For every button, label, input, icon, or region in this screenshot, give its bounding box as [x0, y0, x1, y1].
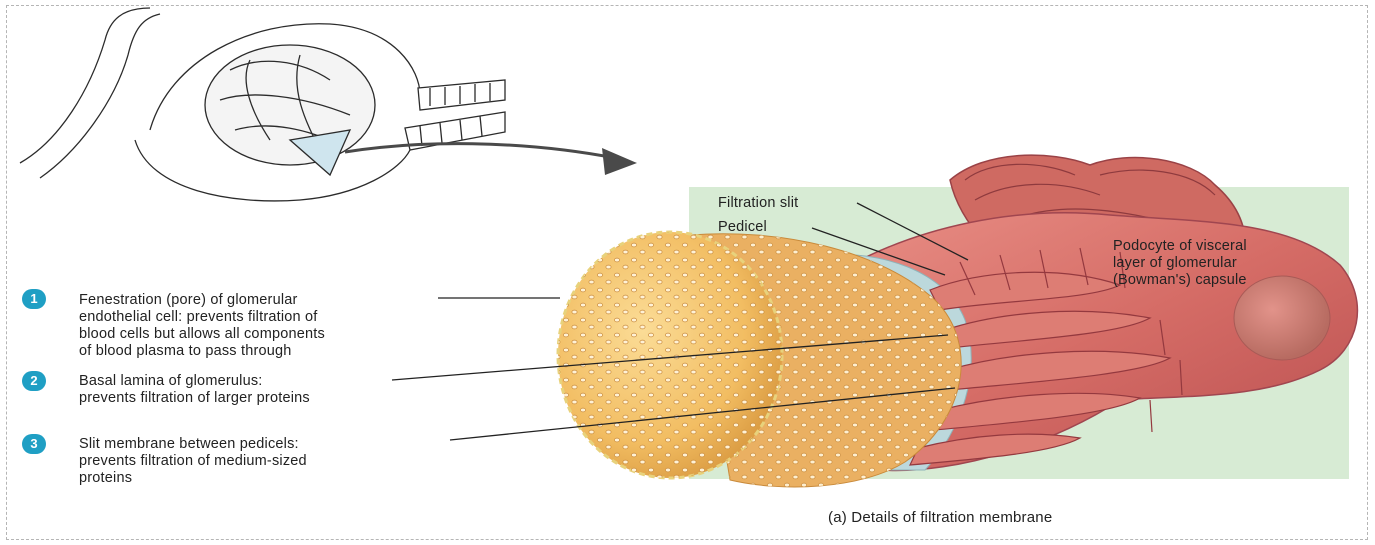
label-slit-membrane: Slit membrane between pedicels: prevents… — [79, 436, 307, 487]
label-basal-lamina: Basal lamina of glomerulus: prevents fil… — [79, 373, 310, 407]
label-filtration-slit: Filtration slit — [718, 195, 798, 212]
label-3-badge: 3 — [22, 434, 46, 454]
label-2-badge: 2 — [22, 371, 46, 391]
glomerulus-sketch — [20, 8, 505, 201]
label-1-badge: 1 — [22, 289, 46, 309]
figure-caption: (a) Details of filtration membrane — [828, 509, 1052, 526]
arrow-head-icon — [602, 148, 637, 175]
zoom-arrow — [345, 144, 615, 158]
label-fenestration: Fenestration (pore) of glomerular endoth… — [79, 292, 325, 360]
label-podocyte: Podocyte of visceral layer of glomerular… — [1113, 238, 1247, 289]
label-pedicel: Pedicel — [718, 219, 767, 236]
